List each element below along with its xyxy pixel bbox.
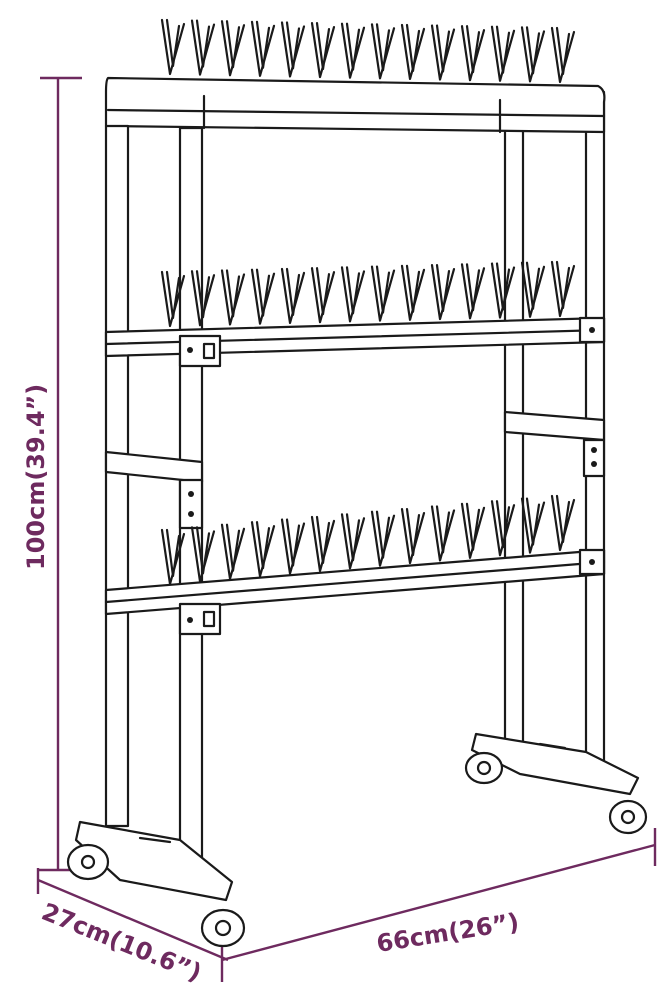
depth-dimension-line: [37, 878, 229, 962]
shoe-peg: [190, 526, 216, 583]
width-dimension-line: [221, 843, 656, 962]
shoe-peg: [460, 25, 486, 82]
shoe-peg: [490, 25, 516, 82]
shoe-peg: [190, 270, 216, 327]
dimension-lines: [36, 76, 657, 982]
middle-shelf: [104, 316, 606, 368]
middle-shoe-pegs: [160, 260, 576, 328]
shoe-peg: [280, 21, 306, 78]
shoe-peg: [250, 521, 276, 578]
shoe-peg: [370, 23, 396, 80]
side-connector-left: [104, 450, 204, 530]
shoe-peg: [550, 26, 576, 84]
shoe-peg: [550, 260, 576, 318]
shoe-peg: [400, 507, 426, 565]
shoe-peg: [430, 263, 456, 321]
shoe-peg: [280, 267, 306, 325]
shoe-peg: [220, 523, 246, 580]
shoe-peg: [250, 20, 276, 77]
front-left-post: [104, 124, 130, 828]
shoe-peg: [430, 505, 456, 562]
bottom-shelf: [104, 548, 606, 636]
shoe-peg: [160, 528, 186, 586]
back-base: [464, 732, 648, 835]
height-dimension-label: 100cm(39.4”): [22, 384, 50, 570]
shoe-peg: [310, 515, 336, 573]
shoe-peg: [280, 518, 306, 575]
shoe-peg: [340, 22, 366, 79]
bottom-shoe-pegs: [160, 494, 576, 586]
shoe-peg: [490, 500, 516, 557]
front-base: [66, 820, 246, 948]
shoe-peg: [520, 497, 546, 554]
shoe-peg: [310, 21, 336, 79]
shoe-peg: [460, 263, 486, 320]
shoe-peg: [220, 269, 246, 326]
shoe-peg: [220, 20, 246, 77]
shoe-peg: [520, 261, 546, 318]
shoe-peg: [310, 267, 336, 324]
shoe-peg: [160, 18, 186, 76]
shoe-peg: [550, 494, 576, 552]
side-connector-right: [503, 410, 606, 478]
shoe-peg: [520, 26, 546, 83]
shoe-peg: [490, 262, 516, 319]
shoe-peg: [370, 265, 396, 322]
top-frame: [104, 76, 606, 134]
width-dimension-label: 66cm(26”): [375, 908, 521, 958]
depth-dimension-label: 27cm(10.6”): [38, 898, 206, 987]
top-shoe-pegs: [160, 18, 576, 84]
shoe-peg: [430, 24, 456, 81]
shoe-peg: [400, 264, 426, 321]
shoe-peg: [190, 19, 216, 76]
shoe-rack: [66, 18, 648, 948]
shoe-peg: [250, 268, 276, 325]
shoe-peg: [340, 513, 366, 570]
shoe-peg: [370, 510, 396, 567]
shoe-peg: [160, 270, 186, 328]
shoe-peg: [460, 502, 486, 559]
shoe-peg: [340, 266, 366, 323]
shoe-peg: [400, 23, 426, 81]
